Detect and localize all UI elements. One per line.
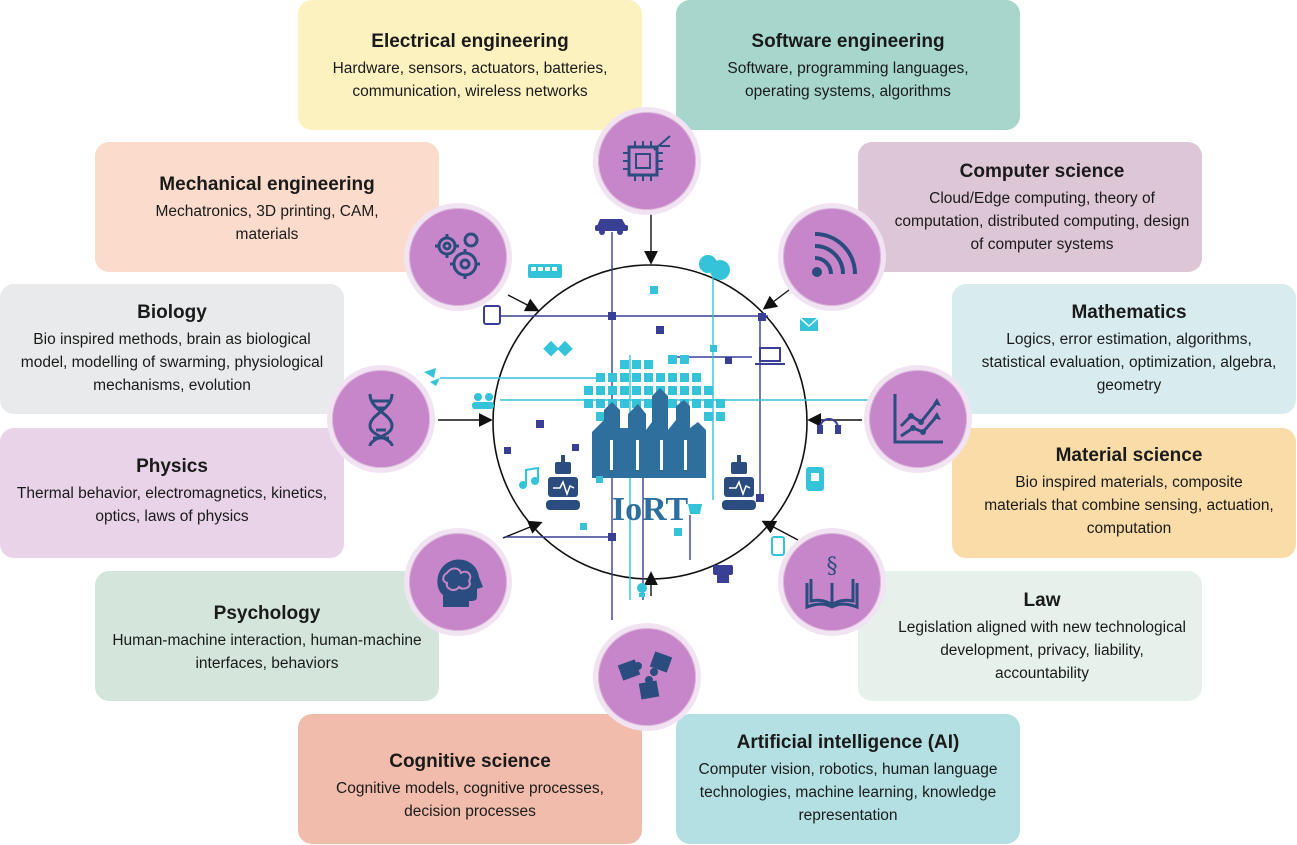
- people-icon: [472, 393, 494, 409]
- card-title: Psychology: [213, 603, 321, 624]
- laptop-icon: [755, 347, 785, 365]
- badge-mechanical-engineering: [404, 203, 512, 311]
- card-mechanical-engineering: Mechanical engineering Mechatronics, 3D …: [95, 142, 439, 272]
- card-title: Software engineering: [751, 31, 945, 52]
- music-icon: [519, 466, 539, 489]
- head-icon: [437, 559, 483, 607]
- card-mathematics: Mathematics Logics, error estimation, al…: [952, 284, 1296, 414]
- coffee-icon: [688, 504, 702, 514]
- scattered-squares: [504, 286, 766, 541]
- card-body: Hardware, sensors, actuators, batteries,…: [332, 60, 608, 100]
- card-body: Cognitive models, cognitive processes, d…: [336, 780, 604, 820]
- badge-electrical-engineering: [593, 107, 701, 215]
- robot-icon: [546, 455, 580, 510]
- card-title: Material science: [1055, 445, 1203, 466]
- badge-law: §: [778, 528, 886, 636]
- card-cognitive-science: Cognitive science Cognitive models, cogn…: [298, 714, 642, 844]
- card-artificial-intelligence: Artificial intelligence (AI) Computer vi…: [676, 714, 1020, 844]
- card-body: Computer vision, robotics, human languag…: [698, 761, 998, 824]
- card-title: Mathematics: [1071, 302, 1187, 323]
- chart-icon: [893, 394, 943, 444]
- card-body: Thermal behavior, electromagnetics, kine…: [16, 485, 328, 525]
- card-law: Law Legislation aligned with new technol…: [858, 571, 1202, 701]
- card-title: Artificial intelligence (AI): [736, 732, 960, 753]
- car-icon: [595, 219, 628, 235]
- card-body: Legislation aligned with new technologic…: [898, 619, 1186, 682]
- mail-icon: [799, 317, 819, 331]
- badge-biology: [327, 365, 435, 473]
- robot-icon: [722, 455, 756, 510]
- city-skyline-icon: [592, 388, 706, 478]
- connector-arrows: [438, 186, 862, 596]
- card-body: Cloud/Edge computing, theory of computat…: [894, 190, 1190, 253]
- law-book-icon: §: [805, 554, 859, 610]
- card-body: Mechatronics, 3D printing, CAM, material…: [155, 203, 379, 243]
- card-material-science: Material science Bio inspired materials,…: [952, 428, 1296, 558]
- badge-mathematics: [864, 365, 972, 473]
- iort-label: IoRT: [612, 491, 689, 528]
- card-biology: Biology Bio inspired methods, brain as b…: [0, 284, 344, 414]
- printer-icon: [713, 565, 733, 583]
- svg-text:§: §: [827, 554, 838, 579]
- handshake-icon: [543, 340, 573, 357]
- badge-psychology: [404, 528, 512, 636]
- lightbulb-icon: [637, 583, 647, 597]
- wifi-icon: [812, 232, 857, 277]
- card-electrical-engineering: Electrical engineering Hardware, sensors…: [298, 0, 642, 130]
- watch-icon: [806, 467, 824, 491]
- card-title: Electrical engineering: [371, 31, 569, 52]
- card-computer-science: Computer science Cloud/Edge computing, t…: [858, 142, 1202, 272]
- puzzle-icon: [617, 651, 673, 700]
- card-body: Human-machine interaction, human-machine…: [112, 632, 422, 672]
- card-title: Mechanical engineering: [159, 174, 375, 195]
- badge-computer-science: [778, 203, 886, 311]
- card-physics: Physics Thermal behavior, electromagneti…: [0, 428, 344, 558]
- card-body: Bio inspired methods, brain as biologica…: [20, 331, 324, 394]
- city-windows: [610, 440, 687, 470]
- card-title: Law: [1023, 590, 1061, 611]
- headphones-icon: [817, 418, 841, 434]
- card-software-engineering: Software engineering Software, programmi…: [676, 0, 1020, 130]
- gears-icon: [435, 232, 480, 279]
- card-psychology: Psychology Human-machine interaction, hu…: [95, 571, 439, 701]
- badge-artificial-intelligence: [593, 623, 701, 731]
- card-body: Bio inspired materials, composite materi…: [984, 474, 1274, 537]
- dna-icon: [368, 393, 394, 447]
- card-title: Computer science: [959, 161, 1125, 182]
- bus-icon: [528, 264, 562, 278]
- card-title: Physics: [136, 456, 208, 477]
- tablet-icon: [483, 305, 501, 325]
- card-body: Logics, error estimation, algorithms, st…: [981, 331, 1277, 394]
- chip-icon: [623, 135, 671, 181]
- card-title: Biology: [137, 302, 207, 323]
- drone-icon: [424, 368, 440, 386]
- chat-bubbles-icon: [699, 255, 730, 280]
- card-title: Cognitive science: [389, 751, 551, 772]
- card-body: Software, programming languages, operati…: [727, 60, 969, 100]
- phone-icon: [771, 536, 785, 556]
